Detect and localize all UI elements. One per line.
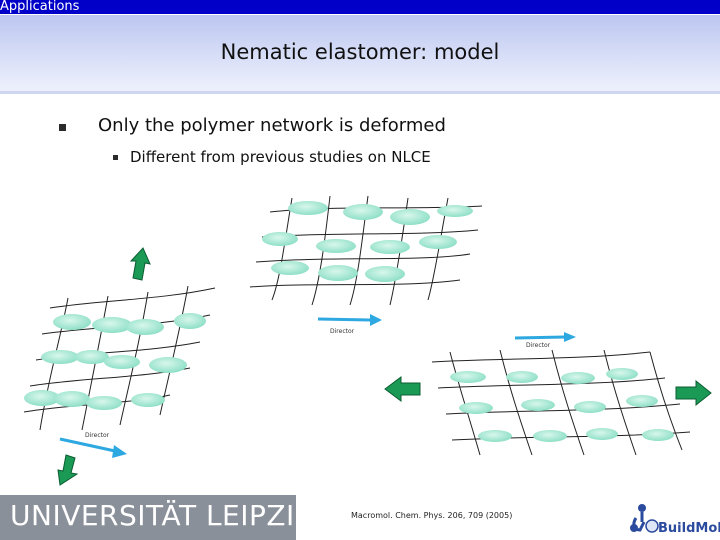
applications-label: Applications [0, 0, 79, 14]
mesogens-left [24, 313, 206, 410]
deformation-arrow-up [131, 248, 150, 280]
buildmona-brand: BuildMoNa [658, 521, 720, 536]
deformation-arrow-left [385, 377, 420, 401]
bullet-square-icon [59, 124, 66, 131]
buildmona-logo-icon [628, 500, 662, 536]
elastomer-figure: Director Director [0, 190, 720, 495]
bullet-text-level2: Different from previous studies on NLCE [130, 148, 431, 166]
director-label-right: Director [526, 342, 551, 349]
deformation-arrow-right [676, 381, 711, 405]
director-label-top: Director [330, 328, 355, 335]
director-arrow-right [515, 337, 565, 338]
citation: Macromol. Chem. Phys. 206, 709 (2005) [351, 511, 512, 520]
mesogens-right [450, 368, 674, 442]
footer: UNIVERSITÄT LEIPZIG Macromol. Chem. Phys… [0, 495, 720, 540]
mesogens-top [262, 201, 473, 282]
slide-title: Nematic elastomer: model [0, 40, 720, 64]
university-logo: UNIVERSITÄT LEIPZIG [0, 495, 296, 540]
top-bar: Applications [0, 0, 720, 14]
deformation-arrow-down [58, 455, 77, 485]
director-arrow-left [60, 439, 115, 451]
director-label-left: Director [85, 432, 110, 439]
bullet-text-level1: Only the polymer network is deformed [98, 115, 446, 136]
sub-bullet-square-icon [113, 155, 118, 160]
director-arrow-top [318, 319, 370, 320]
header-divider [0, 91, 720, 94]
university-name: UNIVERSITÄT LEIPZIG [10, 499, 317, 532]
